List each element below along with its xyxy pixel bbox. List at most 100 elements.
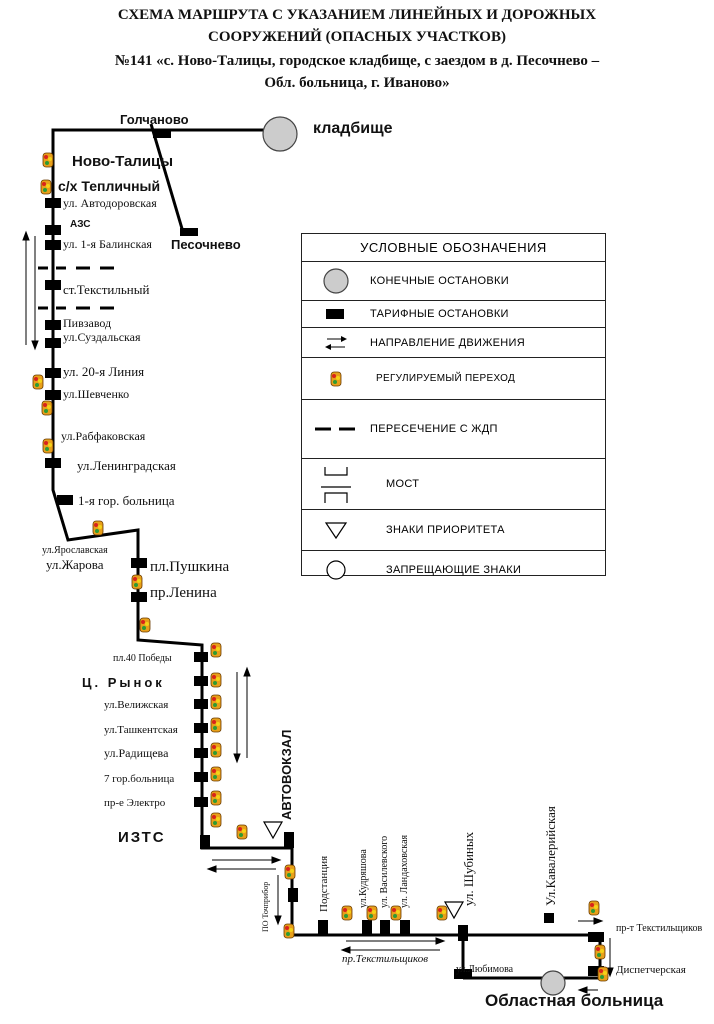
route-name-line1: №141 «с. Ново-Талицы, городское кладбище… [114,53,600,69]
fare-stop [194,652,208,662]
traffic-light-icon [210,790,222,806]
stop-label-shevchenko: ул.Шевченко [63,387,129,401]
traffic-light-icon [210,742,222,758]
stop-label-40-pobedy: пл.40 Победы [113,653,172,664]
stop-label-pesochnevo: Песочнево [171,237,241,252]
fare-stop [180,228,198,236]
stop-label-azs: АЗС [70,219,90,230]
traffic-light-icon [210,694,222,710]
traffic-light-icon [341,905,353,921]
stop-label-kudryashova: ул.Кудряшова [358,849,369,908]
priority-sign-icon [302,520,370,540]
fare-stop [45,225,61,235]
legend: УСЛОВНЫЕ ОБОЗНАЧЕНИЯ КОНЕЧНЫЕ ОСТАНОВКИ … [301,233,606,580]
terminal-stop-icon [302,266,370,296]
stop-label-vasilevskogo: ул. Василевского [379,836,390,908]
fare-stops [45,130,604,979]
stop-label-zharova: ул.Жарова [46,557,104,572]
stop-label-lenina: пр.Ленина [150,585,217,601]
fare-stop [45,390,61,400]
stop-label-golchanovo: Голчаново [120,112,189,127]
traffic-light-icon [302,368,370,390]
traffic-light-icon [210,812,222,828]
stop-label-tochpribor: ПО Точприбор [261,882,270,932]
fare-stop [284,832,294,848]
legend-title: УСЛОВНЫЕ ОБОЗНАЧЕНИЯ [302,234,605,262]
traffic-light-icon [92,520,104,536]
map-title-line2: СООРУЖЕНИЙ (ОПАСНЫХ УЧАСТКОВ) [208,29,506,45]
stop-label-balinskaya: ул. 1-я Балинская [63,237,152,251]
stop-label-suzdalskaya: ул.Суздальская [63,330,141,344]
stop-label-hospital-1: 1-я гор. больница [78,493,175,508]
fare-stop [194,772,208,782]
fare-stop [458,925,468,941]
fare-stop [131,592,147,602]
legend-item-terminal: КОНЕЧНЫЕ ОСТАНОВКИ [302,262,605,301]
railway-crossings [38,266,114,310]
stop-label-lyubimova: ул.Любимова [456,964,514,975]
fare-stop [45,368,61,378]
fare-stop-icon [302,308,370,320]
stop-label-teplichny: с/х Тепличный [58,178,160,194]
fare-stop [380,920,390,936]
legend-item-fare: ТАРИФНЫЕ ОСТАНОВКИ [302,301,605,328]
stop-label-elektro: пр-е Электро [104,797,166,809]
street-label-tekstilshchikov: пр.Текстильщиков [342,953,428,965]
traffic-light-icon [131,574,143,590]
fare-stop [194,676,208,686]
stop-label-pivzavod: Пивзавод [63,316,111,330]
fare-stop [362,920,372,936]
legend-item-railway: ПЕРЕСЕЧЕНИЕ С ЖДП [302,400,605,459]
legend-label: МОСТ [386,478,420,490]
stop-label-20-liniya: ул. 20-я Линия [63,364,144,379]
fare-stop [131,558,147,568]
direction-arrows-icon [302,334,370,352]
stop-label-pushkina: пл.Пушкина [150,559,229,575]
terminal-stop-cemetery [262,116,298,152]
traffic-light-icon [42,438,54,454]
fare-stop [318,920,328,936]
stop-label-leningradskaya: ул.Ленинградская [77,458,176,473]
fare-stop [194,797,208,807]
legend-item-traffic-light: РЕГУЛИРУЕМЫЙ ПЕРЕХОД [302,358,605,400]
stop-label-tekstilshchikov-pr: пр-т Текстильщиков [616,923,702,934]
fare-stop [45,338,61,348]
stop-label-izts: ИЗТС [118,829,166,846]
stop-label-tashkentskaya: ул.Ташкентская [104,724,178,736]
traffic-light-icon [283,923,295,939]
legend-item-bridge: МОСТ [302,459,605,510]
stop-label-avtovokzal: АВТОВОКЗАЛ [279,730,294,820]
bridge-icon [302,463,370,505]
priority-sign-icon [262,821,284,840]
legend-label: ТАРИФНЫЕ ОСТАНОВКИ [370,308,509,320]
stop-label-velizhskaya: ул.Велижская [104,699,168,711]
traffic-light-icon [594,944,606,960]
stop-label-tekstilny: ст.Текстильный [63,282,149,297]
stop-label-yaroslavskaya: ул.Ярославская [42,545,108,556]
stop-label-radishcheva: ул.Радищева [104,746,169,760]
legend-label: ПЕРЕСЕЧЕНИЕ С ЖДП [370,423,498,435]
fare-stop [45,198,61,208]
stop-label-dispatcher: Диспетчерская [616,964,686,976]
fare-stop [45,280,61,290]
fare-stop [57,495,73,505]
stop-label-shubinykh: ул. Шубиных [461,831,476,906]
traffic-light-icon [597,966,609,982]
traffic-light-icon [210,766,222,782]
fare-stop [544,913,554,923]
fare-stop [45,458,61,468]
stop-label-hospital-7: 7 гор.больница [104,773,174,785]
legend-label: ЗАПРЕЩАЮЩИЕ ЗНАКИ [386,564,522,576]
traffic-light-icon [210,672,222,688]
traffic-light-icon [40,179,52,195]
prohibitory-sign-icon [302,559,370,581]
direction-arrows [22,230,614,994]
stop-label-novo-talitsy: Ново-Талицы [72,153,173,170]
traffic-light-icon [210,717,222,733]
traffic-light-icon [436,905,448,921]
priority-signs [262,821,465,920]
stop-label-oblast-hospital: Областная больница [485,991,664,1010]
stop-label-podstantsiya: Подстанция [318,856,330,912]
legend-label: КОНЕЧНЫЕ ОСТАНОВКИ [370,275,509,287]
